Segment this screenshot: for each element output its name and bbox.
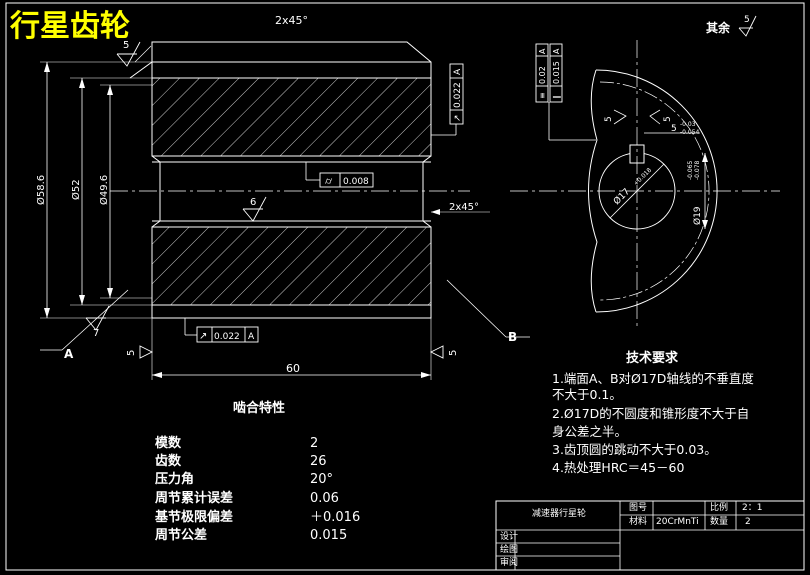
dim-outer-diameter: Ø58.6 xyxy=(35,175,47,205)
svg-text:≡: ≡ xyxy=(538,92,547,99)
gear-side-view: Ø17 +0.018 Ø19 -0.065 -0.078 5 -0.03 -0.… xyxy=(510,15,780,330)
roughness-mid-value: 6 xyxy=(250,197,256,208)
datum-b-label: B xyxy=(508,330,517,344)
hatch-bottom xyxy=(151,226,432,306)
svg-text:-0.03: -0.03 xyxy=(680,121,696,128)
svg-text:0.02: 0.02 xyxy=(538,66,547,84)
svg-text:5: 5 xyxy=(663,116,673,122)
datum-a-label: A xyxy=(64,347,74,361)
title-block-drawing-no-label: 图号 xyxy=(629,503,648,513)
tol-frame-runout-bottom: ↗ 0.022 A xyxy=(184,318,259,343)
meshing-label-teeth: 齿数 xyxy=(155,454,182,469)
svg-text:↗: ↗ xyxy=(453,114,463,122)
svg-text:-0.078: -0.078 xyxy=(694,160,701,180)
meshing-value-base-pitch: ＋0.016 xyxy=(310,510,361,525)
title-block-material-label: 材料 xyxy=(629,517,648,527)
title-block-draw-label: 绘图 xyxy=(500,545,519,555)
meshing-value-pitch-tol: 0.015 xyxy=(310,528,348,543)
chamfer-top-label: 2x45° xyxy=(275,14,308,27)
drawing-title: 行星齿轮 xyxy=(10,9,130,44)
svg-text:Ø19: Ø19 xyxy=(692,206,703,225)
meshing-value-pitch-error: 0.06 xyxy=(310,491,339,506)
title-block-design-label: 设计 xyxy=(500,532,519,542)
svg-text:⌭: ⌭ xyxy=(325,176,333,187)
title-block-review-label: 审阅 xyxy=(500,558,519,568)
svg-text:5: 5 xyxy=(604,116,614,122)
roughness-right-value: 5 xyxy=(448,350,459,356)
tol-frame-side: A 0.02 ≡ A 0.015 ∥ xyxy=(535,43,596,141)
svg-text:A: A xyxy=(453,68,463,75)
svg-text:0.015: 0.015 xyxy=(552,61,561,84)
svg-text:-0.054: -0.054 xyxy=(680,129,700,136)
roughness-left-value: 5 xyxy=(126,350,137,356)
roughness-left-bottom-value: 7 xyxy=(93,328,99,339)
svg-text:0.022: 0.022 xyxy=(214,332,240,342)
svg-text:A: A xyxy=(538,48,547,54)
roughness-rest-value: 5 xyxy=(744,15,750,25)
requirement-line-6: 4.热处理HRC＝45－60 xyxy=(552,460,685,475)
svg-text:Ø17: Ø17 xyxy=(611,186,632,207)
svg-text:↗: ↗ xyxy=(199,331,207,342)
svg-text:∥: ∥ xyxy=(552,95,561,99)
svg-text:A: A xyxy=(248,332,255,342)
drawing-frame xyxy=(5,2,805,571)
svg-text:A: A xyxy=(552,48,561,54)
requirement-line-4: 身公差之半。 xyxy=(552,424,628,439)
title-block-material-value: 20CrMnTi xyxy=(656,517,699,527)
roughness-top-value: 5 xyxy=(123,40,129,51)
title-block-name: 减速器行星轮 xyxy=(532,509,587,519)
title-block-qty-label: 数量 xyxy=(710,517,729,527)
requirements-title: 技术要求 xyxy=(626,351,679,366)
tol-frame-runout-right: A 0.022 ↗ xyxy=(431,63,464,136)
gear-outline-top xyxy=(129,61,153,79)
gear-outline xyxy=(151,41,432,78)
title-block-scale-label: 比例 xyxy=(710,503,729,513)
meshing-label-pitch-tol: 周节公差 xyxy=(155,528,208,543)
roughness-rest-label: 其余 xyxy=(706,20,731,35)
svg-text:5: 5 xyxy=(671,124,677,134)
meshing-label-base-pitch: 基节极限偏差 xyxy=(155,510,234,525)
meshing-title: 啮合特性 xyxy=(233,401,286,416)
requirement-line-1: 1.端面A、B对Ø17D轴线的不垂直度 xyxy=(552,371,754,386)
requirement-line-5: 3.齿顶圆的跳动不大于0.03。 xyxy=(552,442,717,457)
gear-section-view: Ø58.6 Ø52 Ø49.6 60 2x45° 2x45° 5 6 7 5 5 xyxy=(35,14,530,380)
title-block xyxy=(495,500,805,571)
meshing-value-teeth: 26 xyxy=(310,454,327,469)
svg-text:0.008: 0.008 xyxy=(343,177,369,187)
tol-frame-cylindricity: ⌭ 0.008 xyxy=(305,162,374,188)
dim-mid-diameter: Ø52 xyxy=(70,179,82,200)
dim-inner-diameter: Ø49.6 xyxy=(98,175,110,205)
dim-length: 60 xyxy=(286,362,300,375)
meshing-value-module: 2 xyxy=(310,436,319,451)
requirement-line-3: 2.Ø17D的不圆度和锥形度不大于自 xyxy=(552,406,750,421)
meshing-label-pressure-angle: 压力角 xyxy=(155,472,195,487)
chamfer-right-label: 2x45° xyxy=(449,202,479,213)
meshing-label-module: 模数 xyxy=(155,436,182,451)
hatch-top xyxy=(151,77,432,157)
meshing-label-pitch-error: 周节累计误差 xyxy=(155,491,234,506)
svg-text:-0.065: -0.065 xyxy=(687,160,694,180)
svg-text:0.022: 0.022 xyxy=(453,82,463,108)
title-block-qty-value: 2 xyxy=(745,517,751,527)
svg-text:+0.018: +0.018 xyxy=(632,167,653,188)
meshing-value-pressure-angle: 20° xyxy=(310,472,334,487)
requirement-line-2: 不大于0.1。 xyxy=(552,387,622,402)
title-block-scale-value: 2：1 xyxy=(742,503,763,513)
